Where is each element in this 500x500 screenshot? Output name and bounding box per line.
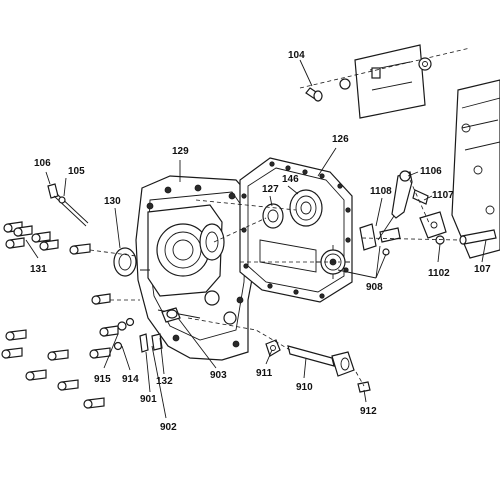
callout-912: 912: [360, 406, 377, 417]
shaft-pin: [459, 229, 497, 245]
upper-bracket-assembly: [299, 44, 471, 119]
bearing-127: [262, 203, 284, 229]
callout-903: 903: [210, 370, 227, 381]
callout-1108: 1108: [370, 186, 392, 197]
callout-131: 131: [30, 264, 47, 275]
assembly-lines: [89, 179, 461, 387]
dipstick: [47, 183, 89, 227]
callout-1102: 1102: [428, 268, 450, 279]
fastener-group-lower: [99, 307, 181, 353]
callout-106: 106: [34, 158, 51, 169]
small-bolt-912: [357, 381, 371, 393]
callout-1106: 1106: [420, 166, 442, 177]
callout-127: 127: [262, 184, 279, 195]
bearing-146: [289, 189, 323, 227]
governor-lever: [377, 170, 447, 245]
callout-1107: 1107: [432, 190, 454, 201]
clip: [265, 339, 281, 357]
callout-908: 908: [366, 282, 383, 293]
oil-seal: [113, 247, 137, 277]
bolt-cluster-upper-left: [3, 221, 91, 255]
leader-lines: [25, 59, 487, 419]
callout-901: 901: [140, 394, 157, 405]
callout-130: 130: [104, 196, 121, 207]
callout-129: 129: [172, 146, 189, 157]
callout-911: 911: [256, 368, 273, 379]
callout-914: 914: [122, 374, 139, 385]
callout-910: 910: [296, 382, 313, 393]
governor-parts: [359, 223, 401, 256]
callout-146: 146: [282, 174, 299, 185]
callout-132: 132: [156, 376, 173, 387]
callout-126: 126: [332, 134, 349, 145]
bolt-104: [305, 87, 323, 102]
breather-tube: [287, 345, 355, 377]
callout-902: 902: [160, 422, 177, 433]
callout-107: 107: [474, 264, 491, 275]
engine-block-edge: [451, 79, 500, 259]
callout-labels: 104 105 106 107 126 127 129 130 131 132 …: [30, 50, 491, 433]
callout-104: 104: [288, 50, 305, 61]
callout-105: 105: [68, 166, 85, 177]
bolt-cluster-lower-left: [1, 293, 111, 409]
callout-915: 915: [94, 374, 111, 385]
